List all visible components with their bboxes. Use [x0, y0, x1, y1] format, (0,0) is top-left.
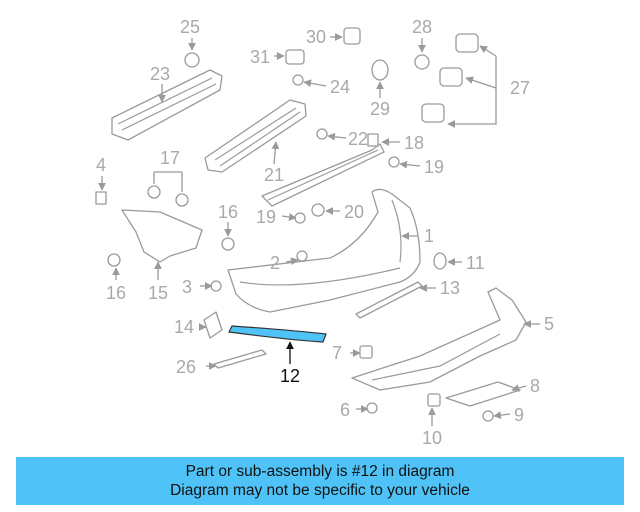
banner-line-2: Diagram may not be specific to your vehi…	[170, 482, 470, 499]
callout-12: 12	[280, 366, 300, 386]
callout-3: 3	[182, 277, 192, 297]
callout-4: 4	[96, 155, 106, 175]
reflector-strip-part	[228, 325, 327, 343]
lower-diffuser-part	[351, 287, 527, 391]
bolt-19b-icon	[294, 212, 306, 224]
bumper-cover-part	[227, 188, 421, 313]
bolt-6-icon	[366, 402, 378, 414]
sensor-27c-icon	[421, 103, 445, 123]
callout-26: 26	[176, 357, 196, 377]
skid-plate-part	[445, 381, 521, 407]
clip-7-icon	[359, 345, 373, 359]
lower-strip-part	[213, 349, 267, 369]
sensor-27b-icon	[439, 67, 463, 87]
callout-17: 17	[160, 148, 180, 168]
banner-line-1: Part or sub-assembly is #12 in diagram	[185, 463, 455, 480]
grommet-28-icon	[414, 54, 430, 70]
callout-16b: 16	[106, 283, 126, 303]
clip-17a-icon	[147, 185, 161, 199]
callout-27: 27	[510, 78, 530, 98]
callout-14: 14	[174, 317, 194, 337]
callout-28: 28	[412, 17, 432, 37]
clip-panel-part	[203, 311, 223, 339]
bolt-19a-icon	[388, 156, 400, 168]
side-bracket-part	[121, 209, 203, 263]
callout-22: 22	[348, 129, 368, 149]
bolt-9-icon	[482, 410, 494, 422]
parts-diagram: 25 23 30 31 24 28 29 27 21 22 18 19 19 2…	[95, 17, 554, 448]
callout-9: 9	[514, 405, 524, 425]
callout-13: 13	[440, 278, 460, 298]
energy-absorber-part	[204, 99, 307, 173]
callout-19b: 19	[256, 207, 276, 227]
callout-21: 21	[264, 165, 284, 185]
callout-23: 23	[150, 64, 170, 84]
bracket-strip-part	[261, 143, 385, 207]
callout-1: 1	[424, 226, 434, 246]
bolt-24-icon	[292, 74, 304, 86]
clip-31-icon	[285, 49, 305, 65]
callout-30: 30	[306, 27, 326, 47]
nut-20-icon	[311, 203, 325, 217]
bolt-22-icon	[316, 128, 328, 140]
callout-8: 8	[530, 376, 540, 396]
bolt-16a-icon	[221, 237, 235, 251]
clip-17b-icon	[175, 193, 189, 207]
clip-30-icon	[343, 27, 361, 45]
callout-6: 6	[340, 400, 350, 420]
callout-25: 25	[180, 17, 200, 37]
callout-16a: 16	[218, 202, 238, 222]
callout-19a: 19	[424, 157, 444, 177]
callout-5: 5	[544, 314, 554, 334]
callout-10: 10	[422, 428, 442, 448]
bolt-3-icon	[210, 280, 222, 292]
bracket-18-icon	[367, 133, 379, 147]
callout-29: 29	[370, 99, 390, 119]
callout-labels: 25 23 30 31 24 28 29 27 21 22 18 19 19 2…	[96, 17, 554, 448]
callout-24: 24	[330, 77, 350, 97]
leader-lines	[98, 33, 540, 426]
callout-31: 31	[250, 47, 270, 67]
clip-10-icon	[427, 393, 441, 407]
callout-18: 18	[404, 133, 424, 153]
grommet-25-icon	[184, 52, 200, 68]
info-banner: Part or sub-assembly is #12 in diagram D…	[16, 457, 624, 505]
callout-11: 11	[466, 253, 485, 273]
callout-7: 7	[332, 343, 342, 363]
bolt-2-icon	[296, 250, 308, 262]
clip-4-icon	[95, 191, 107, 205]
callout-15: 15	[148, 283, 168, 303]
seal-11-icon	[433, 252, 447, 270]
callout-20: 20	[344, 202, 364, 222]
callout-2: 2	[270, 253, 280, 273]
seal-29-icon	[371, 59, 389, 81]
bolt-16b-icon	[107, 253, 121, 267]
sensor-27a-icon	[455, 33, 479, 53]
